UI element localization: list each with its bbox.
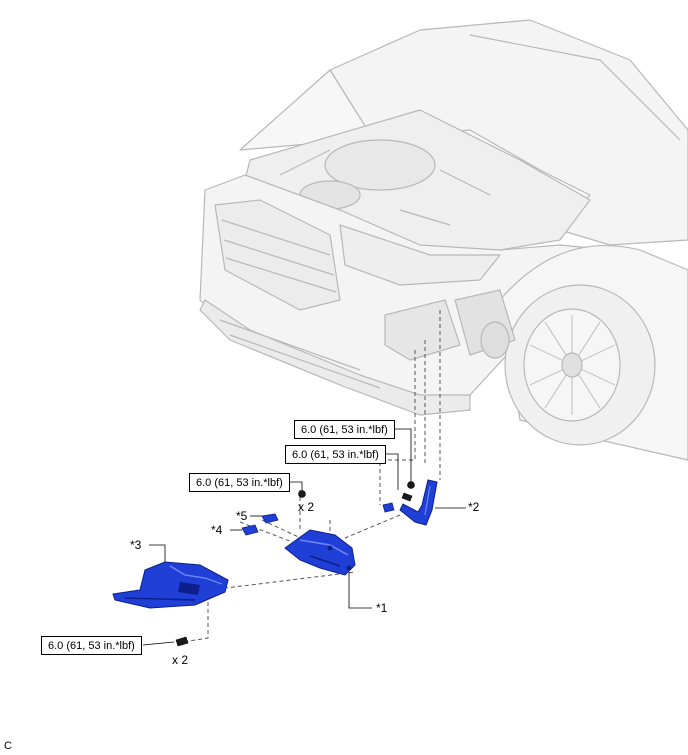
part-4-clip xyxy=(241,524,259,536)
callout-part-1: *1 xyxy=(376,601,388,615)
fasteners xyxy=(175,481,415,647)
part-1-bracket xyxy=(284,529,356,576)
callout-part-3: *3 xyxy=(130,538,142,552)
torque-label-upper: 6.0 (61, 53 in.*lbf) xyxy=(294,420,395,439)
callout-part-2: *2 xyxy=(468,500,480,514)
torque-label-left: 6.0 (61, 53 in.*lbf) xyxy=(189,473,290,492)
quantity-label-nuts: x 2 xyxy=(298,500,315,514)
clip-near-part-2 xyxy=(382,502,395,513)
callout-part-4: *4 xyxy=(211,523,223,537)
part-2-bracket xyxy=(399,479,438,526)
vehicle-illustration xyxy=(199,19,688,461)
bolt-icon xyxy=(175,636,189,647)
callout-part-5: *5 xyxy=(236,509,248,523)
torque-label-middle: 6.0 (61, 53 in.*lbf) xyxy=(285,445,386,464)
figure-code: C xyxy=(4,740,12,752)
nut-icon xyxy=(407,481,415,489)
part-5-clip xyxy=(261,513,279,524)
quantity-label-bolts: x 2 xyxy=(172,653,189,667)
torque-label-lower: 6.0 (61, 53 in.*lbf) xyxy=(41,636,142,655)
part-3-cover xyxy=(112,561,229,609)
callout-leader-lines xyxy=(142,428,466,646)
nut-icon xyxy=(298,490,306,498)
bolt-icon xyxy=(401,492,413,502)
